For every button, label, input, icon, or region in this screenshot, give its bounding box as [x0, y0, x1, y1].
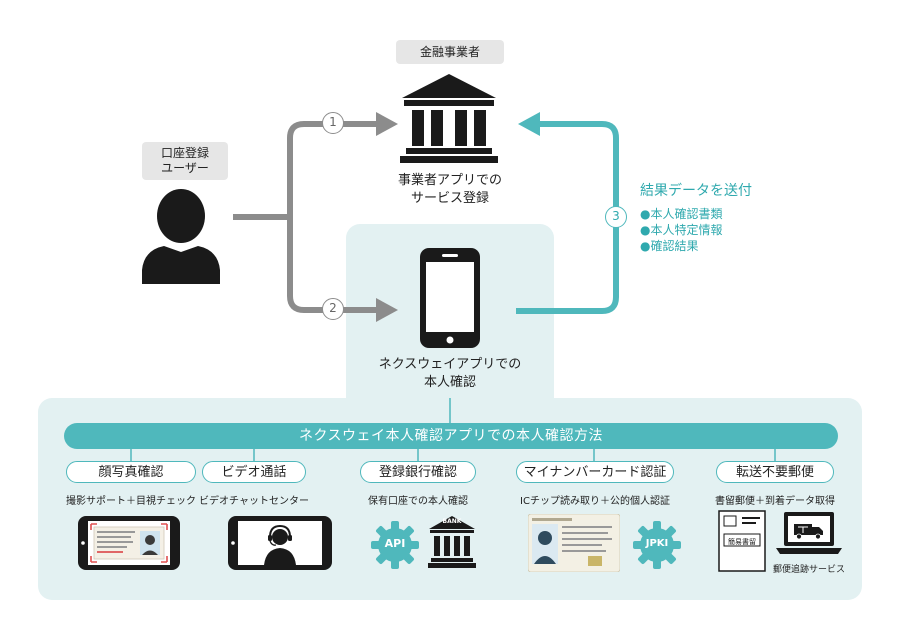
face-photo-phone-icon [78, 516, 180, 570]
method-mail-title: 転送不要郵便 [735, 465, 814, 480]
registered-mail-label: 簡易書留 [728, 538, 756, 546]
method-mynumber-sub: ICチップ読み取り＋公的個人認証 [520, 496, 670, 507]
method-video-call-title: ビデオ通話 [221, 465, 287, 480]
results-item-1: ●本人確認書類 [640, 207, 723, 221]
financial-caption-line2: サービス登録 [410, 191, 489, 206]
registered-mail-icon [718, 510, 766, 572]
step-1-number: 1 [329, 115, 337, 129]
method-bank-confirm-sub: 保有口座での本人確認 [368, 496, 468, 507]
method-mynumber: マイナンバーカード認証 [516, 461, 674, 483]
step-2-circle: 2 [322, 298, 344, 320]
bank-small-label: BANK [442, 518, 462, 525]
results-title: 結果データを送付 [640, 183, 752, 199]
api-gear-icon [371, 521, 419, 569]
video-call-phone-icon [228, 516, 332, 570]
bank-small-icon [428, 516, 476, 568]
smartphone-icon [420, 248, 480, 348]
bank-icon [400, 74, 498, 163]
mynumber-card-icon [528, 514, 620, 572]
user-tag-line2: ユーザー [161, 161, 209, 175]
method-mail: 転送不要郵便 [716, 461, 834, 483]
method-mail-sub: 書留郵便＋到着データ取得 [715, 496, 835, 507]
user-tag-line1: 口座登録 [160, 146, 209, 160]
step-3-number: 3 [612, 209, 620, 223]
methods-banner: ネクスウェイ本人確認アプリでの本人確認方法 [64, 423, 838, 449]
method-face-photo-title: 顔写真確認 [98, 465, 164, 480]
results-item-3: ●確認結果 [640, 239, 699, 253]
phone-caption-line2: 本人確認 [423, 375, 476, 390]
phone-app-caption: ネクスウェイアプリでの 本人確認 [360, 356, 540, 392]
financial-caption: 事業者アプリでの サービス登録 [370, 172, 530, 208]
step-2-number: 2 [329, 301, 337, 315]
step-1-circle: 1 [322, 112, 344, 134]
method-video-call: ビデオ通話 [202, 461, 306, 483]
method-bank-confirm-title: 登録銀行確認 [378, 465, 457, 480]
mail-tracking-label: 郵便追跡サービス [772, 565, 845, 575]
financial-caption-line1: 事業者アプリでの [397, 173, 502, 188]
laptop-truck-icon [776, 512, 842, 554]
results-item-2: ●本人特定情報 [640, 223, 723, 237]
financial-institution-tag: 金融事業者 [396, 40, 504, 64]
jpki-gear-icon [633, 521, 681, 569]
user-tag: 口座登録 ユーザー [142, 142, 228, 180]
method-bank-confirm: 登録銀行確認 [360, 461, 476, 483]
user-avatar-icon [142, 189, 220, 284]
method-mynumber-title: マイナンバーカード認証 [523, 465, 667, 480]
financial-tag-text: 金融事業者 [419, 45, 480, 59]
method-video-call-sub: ビデオチャットセンター [199, 496, 309, 507]
api-label: API [384, 537, 406, 550]
phone-caption-line1: ネクスウェイアプリでの [378, 357, 522, 372]
jpki-label: JPKI [645, 538, 669, 549]
step-3-circle: 3 [605, 206, 627, 228]
method-face-photo-sub: 撮影サポート＋目視チェック [66, 496, 196, 507]
results-block: 結果データを送付 ●本人確認書類 ●本人特定情報 ●確認結果 [640, 180, 752, 254]
method-face-photo: 顔写真確認 [66, 461, 196, 483]
